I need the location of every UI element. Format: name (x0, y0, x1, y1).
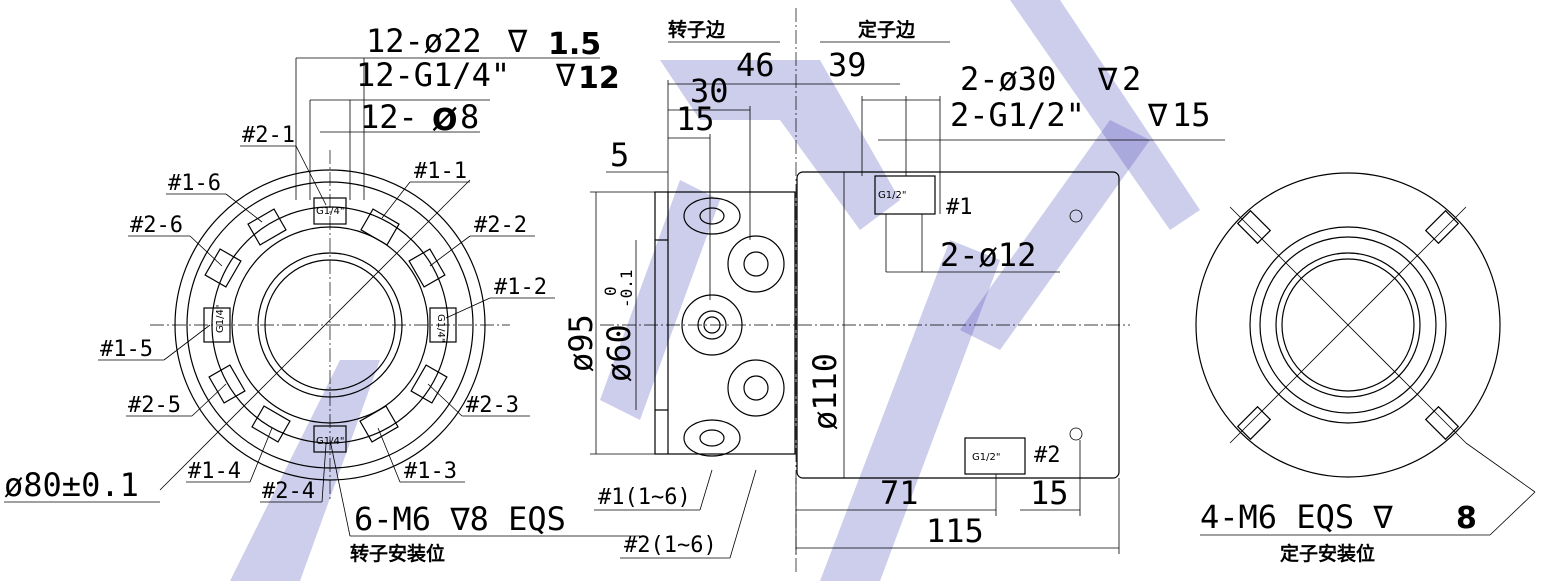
dim-6-m6: 6-M6 ∇8 EQS (354, 500, 566, 538)
depth-symbol: ∇ (1097, 60, 1118, 98)
port-squares (203, 197, 457, 453)
port-label-1-2: #1-2 (494, 275, 547, 300)
port-thread-label: G1/4" (215, 305, 226, 333)
port-thread-label: G1/4" (435, 314, 446, 342)
dim-1-5-depth: 1.5 (548, 27, 601, 62)
dim-depth-2: 2 (1122, 60, 1141, 98)
dim-d80: ø80±0.1 (4, 466, 139, 504)
depth-symbol: ∇ (507, 22, 528, 60)
port-label-1-3: #1-3 (404, 459, 457, 484)
ref-port-1: #1(1~6) (598, 485, 691, 510)
caption-rotor-mount: 转子安装位 (350, 542, 445, 565)
dim-30: 30 (690, 72, 729, 110)
dim-depth-8: 8 (1456, 501, 1477, 536)
dim-15-bottom: 15 (1030, 474, 1069, 512)
caption-stator-side: 定子边 (858, 18, 916, 41)
thread-label-bottom: G1/2" (972, 452, 1000, 463)
dim-d110: ø110 (806, 353, 844, 430)
dim-12-depth: 12 (578, 61, 620, 96)
dim-115: 115 (926, 512, 984, 550)
dim-12-d22: 12-ø22 (366, 22, 482, 60)
port-label-1-6: #1-6 (168, 171, 221, 196)
watermark (230, 0, 1200, 581)
dim-2-g1-2: 2-G1/2" (950, 96, 1085, 134)
port-label-2-5: #2-5 (128, 393, 181, 418)
dim-12-g1-4: 12-G1/4" (356, 56, 510, 94)
diameter-symbol: Ø (432, 103, 458, 138)
caption-rotor-side: 转子边 (668, 18, 726, 41)
depth-symbol: ∇ (1147, 96, 1168, 134)
dim-d8-value: 8 (460, 98, 479, 136)
dim-5: 5 (610, 136, 629, 174)
ref-port-2: #2(1~6) (624, 533, 717, 558)
port-2-label: #2 (1034, 443, 1061, 468)
dim-depth-15: 15 (1172, 96, 1211, 134)
side-view: 转子边 定子边 G1/2" G1/2" #1 #2 (562, 8, 1225, 575)
dim-39: 39 (828, 46, 867, 84)
port-label-1-5: #1-5 (100, 337, 153, 362)
port-label-1-1: #1-1 (414, 159, 467, 184)
port-label-2-3: #2-3 (466, 393, 519, 418)
left-view: G1/4" G1/4" G1/4" G1/4" 12-ø22 ∇ 1.5 12-… (4, 22, 640, 565)
port-1-label: #1 (946, 195, 973, 220)
port-label-2-6: #2-6 (130, 213, 183, 238)
dim-12-d8: 12- (360, 98, 418, 136)
dim-d60: ø60 (600, 324, 638, 382)
dim-d60-tol-low: -0.1 (617, 269, 636, 308)
depth-symbol: ∇ (555, 56, 576, 94)
dim-d95: ø95 (562, 314, 600, 372)
caption-stator-mount: 定子安装位 (1280, 542, 1375, 565)
dim-2-d12: 2-ø12 (940, 236, 1036, 274)
right-view: 4-M6 EQS ∇ 8 定子安装位 (1195, 172, 1536, 565)
dim-d60-tol-up: 0 (601, 286, 620, 296)
dim-15: 15 (676, 100, 715, 138)
port-label-1-4: #1-4 (188, 459, 241, 484)
dim-46: 46 (736, 46, 775, 84)
thread-label-top: G1/2" (878, 190, 906, 201)
port-label-2-1: #2-1 (242, 123, 295, 148)
dim-4-m6: 4-M6 EQS ∇ (1200, 498, 1393, 536)
port-label-2-4: #2-4 (262, 479, 315, 504)
dim-2-d30: 2-ø30 (960, 60, 1056, 98)
port-thread-label: G1/4" (316, 206, 344, 217)
dim-71: 71 (880, 474, 919, 512)
port-label-2-2: #2-2 (474, 213, 527, 238)
